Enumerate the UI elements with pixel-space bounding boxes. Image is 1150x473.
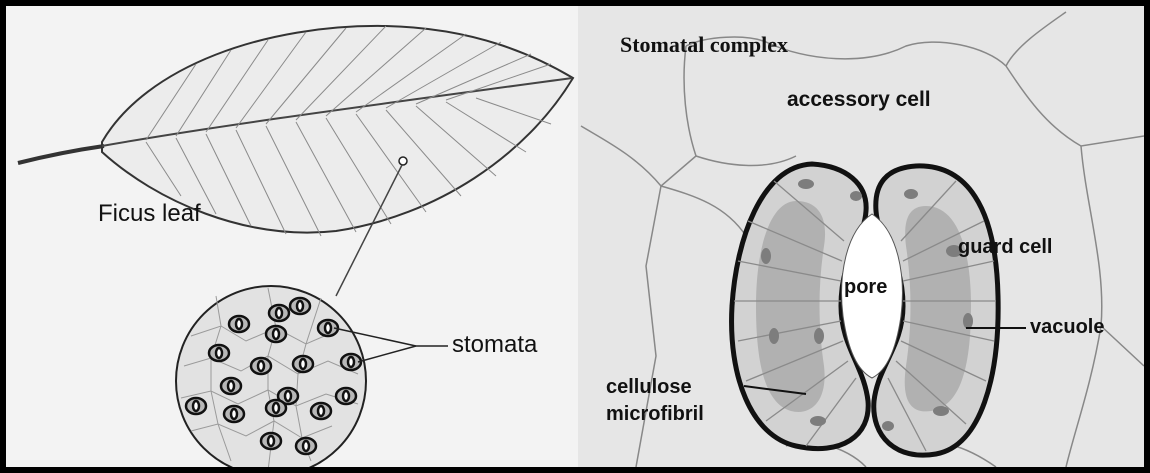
stoma (261, 433, 281, 449)
diagram-title: Stomatal complex (620, 32, 788, 58)
left-vacuole (756, 201, 825, 412)
stomatal-complex-panel: Stomatal complex accessory cell guard ce… (578, 6, 1144, 467)
stoma (336, 388, 356, 404)
stoma (251, 358, 271, 374)
stoma (266, 400, 286, 416)
cellulose-label-line-2: microfibril (606, 401, 704, 428)
vacuole-label: vacuole (1030, 316, 1104, 339)
accessory-cell-label: accessory cell (787, 88, 931, 112)
stoma (311, 403, 331, 419)
stoma (269, 305, 289, 321)
stoma (266, 326, 286, 342)
stoma (221, 378, 241, 394)
pore-label: pore (844, 276, 887, 299)
stoma (224, 406, 244, 422)
stoma (296, 438, 316, 454)
guard-cell-label: guard cell (958, 236, 1052, 259)
leaf-petiole (18, 146, 104, 163)
cellulose-microfibril-label: cellulose microfibril (606, 374, 704, 428)
ficus-leaf-label: Ficus leaf (98, 200, 201, 228)
cellulose-label-line-1: cellulose (606, 374, 704, 401)
stoma (186, 398, 206, 414)
stoma (290, 298, 310, 314)
ficus-leaf-panel: Ficus leaf stomata (6, 6, 578, 467)
stoma (209, 345, 229, 361)
stoma (229, 316, 249, 332)
ficus-leaf-illustration (6, 6, 578, 467)
sample-point (399, 157, 407, 165)
stomata-label: stomata (452, 331, 537, 359)
stoma (293, 356, 313, 372)
